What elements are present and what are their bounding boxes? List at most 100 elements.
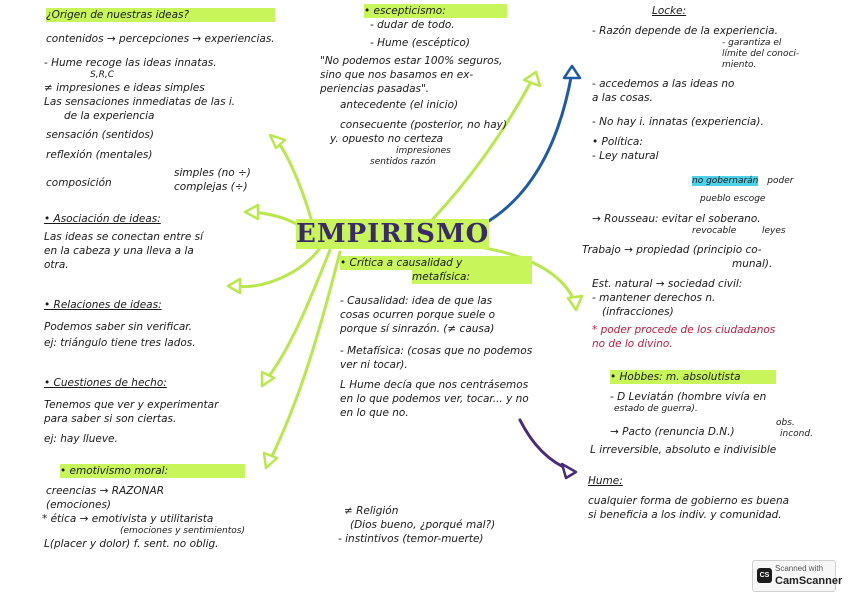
locke-miento: miento. <box>722 60 757 70</box>
critica-heading-2: metafísica: <box>412 270 533 284</box>
locke-leyes: leyes <box>762 226 786 236</box>
emotivismo-emociones: (emociones) <box>46 499 112 511</box>
hume-recoge-line: - Hume recoge las ideas innatas. <box>44 57 217 69</box>
hume-gobierno-line-2: si beneficia a los indiv. y comunidad. <box>588 509 782 521</box>
critica-hume-3: en lo que no. <box>340 407 409 419</box>
hobbes-guerra: estado de guerra). <box>614 404 698 414</box>
sensacion-line: sensación (sentidos) <box>46 129 154 141</box>
arrowhead-critica <box>566 294 584 312</box>
escepticismo-dudar: - dudar de todo. <box>370 19 455 31</box>
note-hobbes-obs: obs. incond. <box>776 418 813 440</box>
hobbes-irreversible: L irreversible, absoluto e indivisible <box>590 444 777 456</box>
locke-infracciones: (infracciones) <box>602 306 674 318</box>
escepticismo-hume: - Hume (escéptico) <box>370 37 470 49</box>
emotivismo-creencias: creencias → RAZONAR <box>46 485 165 497</box>
locke-ley-natural: - Ley natural <box>592 150 659 162</box>
note-locke-pueblo: pueblo escoge <box>700 194 765 205</box>
cuestiones-example: ej: hay llueve. <box>44 433 118 445</box>
arrowhead-cuestiones <box>260 370 276 388</box>
hume-sensaciones-line: Las sensaciones inmediatas de las i. <box>44 96 236 108</box>
locke-cosas: a las cosas. <box>592 92 653 104</box>
arrowhead-locke <box>562 64 582 80</box>
note-religion: ≠ Religión (Dios bueno, ¿porqué mal?) - … <box>338 504 496 546</box>
arrowhead-asociacion <box>243 203 260 221</box>
complejas-line: complejas (÷) <box>174 181 248 193</box>
locke-accedemos: - accedemos a las ideas no <box>592 78 735 90</box>
note-locke-cont: → Rousseau: evitar el soberano. revocabl… <box>582 212 786 351</box>
critica-causalidad-1: - Causalidad: idea de que las <box>340 295 493 307</box>
locke-rousseau: → Rousseau: evitar el soberano. <box>592 213 761 225</box>
arrowhead-emotivismo <box>262 451 279 470</box>
asociacion-heading: • Asociación de ideas: <box>44 213 161 225</box>
critica-metafisica-2: ver ni tocar). <box>340 359 408 371</box>
locke-poder-procede: * poder procede de los ciudadanos <box>592 324 776 336</box>
emotivismo-heading: • emotivismo moral: <box>60 464 245 478</box>
camscanner-icon: CS <box>757 568 772 583</box>
critica-causalidad-3: porque sí sinrazón. (≠ causa) <box>340 323 495 335</box>
note-locke-gobernar: no gobernarán poder <box>692 176 793 187</box>
cuestiones-line-2: para saber si son ciertas. <box>44 413 177 425</box>
locke-no-gobernaran: no gobernarán <box>692 176 759 186</box>
locke-garantiza: - garantiza el <box>722 38 782 48</box>
locke-innatas: - No hay i. innatas (experiencia). <box>592 116 764 128</box>
branch-cuestiones <box>264 248 332 382</box>
hobbes-obs: obs. <box>776 418 795 428</box>
locke-trabajo: Trabajo → propiedad (principio co- <box>582 244 762 256</box>
escepticismo-sentidos-razon: sentidos razón <box>370 157 436 167</box>
relaciones-heading: • Relaciones de ideas: <box>44 299 162 311</box>
escepticismo-impresiones: impresiones <box>396 146 451 156</box>
asociacion-line-1: Las ideas se conectan entre sí <box>44 231 204 243</box>
hume-src-label: S,R,C <box>90 70 114 80</box>
origen-line: contenidos → percepciones → experiencias… <box>46 33 275 45</box>
note-cuestiones: • Cuestiones de hecho: Tenemos que ver y… <box>44 376 218 446</box>
hobbes-leviatan: - D Leviatán (hombre vivía en <box>610 391 767 403</box>
reflexion-line: reflexión (mentales) <box>46 149 153 161</box>
critica-hume-2: en lo que podemos ver, tocar... y no <box>340 393 529 405</box>
note-locke: Locke: - Razón depende de la experiencia… <box>592 4 799 163</box>
critica-metafisica-1: - Metafísica: (cosas que no podemos <box>340 345 533 357</box>
emotivismo-placer-dolor: L(placer y dolor) f. sent. no oblig. <box>44 538 219 550</box>
escepticismo-quote-1: "No podemos estar 100% seguros, <box>320 55 503 67</box>
note-critica: • Crítica a causalidad y metafísica: - C… <box>340 256 533 420</box>
note-hume-gobierno: Hume: cualquier forma de gobierno es bue… <box>588 474 789 522</box>
locke-no-divino: no de lo divino. <box>592 338 673 350</box>
branch-relaciones <box>234 246 322 289</box>
hobbes-pacto: → Pacto (renuncia D.N.) <box>610 426 735 438</box>
hume-experiencia-line: de la experiencia <box>64 110 155 122</box>
note-origen: ¿Origen de nuestras ideas? contenidos → … <box>46 8 275 46</box>
note-hobbes: • Hobbes: m. absolutista - D Leviatán (h… <box>590 370 777 457</box>
relaciones-line-2: ej: triángulo tiene tres lados. <box>44 337 196 349</box>
locke-mantener: - mantener derechos n. <box>592 292 716 304</box>
religion-heading: ≠ Religión <box>344 505 399 517</box>
hume-gobierno-heading: Hume: <box>588 475 623 487</box>
cuestiones-line-1: Tenemos que ver y experimentar <box>44 399 219 411</box>
religion-instintivos: - instintivos (temor-muerte) <box>338 533 484 545</box>
escepticismo-quote-3: periencias pasadas". <box>320 83 430 95</box>
locke-razon: - Razón depende de la experiencia. <box>592 25 778 37</box>
note-asociacion: • Asociación de ideas: Las ideas se cone… <box>44 212 203 272</box>
branch-emotivismo <box>268 250 342 462</box>
scanned-with-label: Scanned with <box>775 564 824 573</box>
asociacion-line-2: en la cabeza y una lleva a la <box>44 245 194 257</box>
arrowhead-escepticismo <box>522 70 542 88</box>
critica-hume-1: L Hume decía que nos centrásemos <box>340 379 529 391</box>
origen-heading: ¿Origen de nuestras ideas? <box>46 8 275 22</box>
emotivismo-emociones-sentimientos: (emociones y sentimientos) <box>120 526 245 536</box>
escepticismo-antecedente: antecedente (el inicio) <box>340 99 459 111</box>
camscanner-badge: CS Scanned with CamScanner <box>752 560 842 592</box>
emotivismo-etica: * ética → emotivista y utilitarista <box>42 513 214 525</box>
religion-dios: (Dios bueno, ¿porqué mal?) <box>350 519 496 531</box>
locke-limite: límite del conoci- <box>722 49 800 59</box>
escepticismo-quote-2: sino que nos basamos en ex- <box>320 69 474 81</box>
camscanner-label: CamScanner <box>775 575 843 587</box>
note-simples-complejas: simples (no ÷) complejas (÷) <box>174 166 251 194</box>
simples-line: simples (no ÷) <box>174 167 251 179</box>
arrowhead-origen <box>268 133 287 150</box>
arrowhead-relaciones <box>226 277 242 295</box>
locke-estado-natural: Est. natural → sociedad civil: <box>592 278 743 290</box>
composicion-line: composición <box>46 177 112 189</box>
note-relaciones: • Relaciones de ideas: Podemos saber sin… <box>44 298 196 350</box>
locke-revocable: revocable <box>692 226 737 236</box>
